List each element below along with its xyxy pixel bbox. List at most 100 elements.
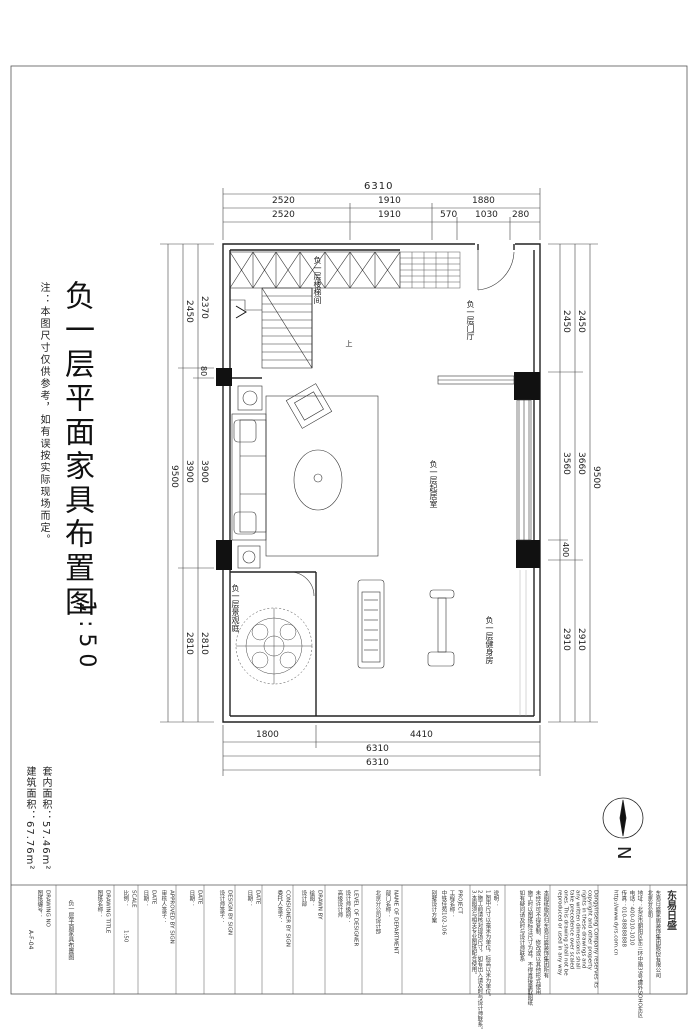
notes-cn-2: 未经许可不得复制、修改或以其他形式使用 <box>534 890 541 995</box>
consigner-label: CONSIGNER BY SIGN <box>284 890 291 947</box>
company-address: 地址：北京市朝阳区东三环中路39号建外SOHO东区 <box>636 890 643 1018</box>
dim-top-total: 6310 <box>364 181 394 192</box>
area-rug <box>265 395 379 557</box>
dim-top-2: 1910 <box>378 196 401 206</box>
dim-top-5: 1910 <box>378 210 401 220</box>
scale-cn: 比例： <box>122 890 129 907</box>
company-name: 东易日盛 <box>664 890 676 930</box>
project-label: PROJECT <box>456 890 463 914</box>
date1-label: DATE <box>254 890 261 905</box>
drawing-title-label: DRAWING TITLE <box>104 890 111 934</box>
company-sub2: 北京分公司 <box>646 890 653 918</box>
company-phone: 电话：400-010-1010 <box>628 890 635 946</box>
company-web: http://www.dyrs.com.cn <box>612 890 619 956</box>
drawing-title-value: 负一层平面家具布置图 <box>66 900 74 960</box>
notes-en-7: reproduced or used in any way <box>556 890 563 976</box>
dimension-lines-top <box>222 188 541 240</box>
room-label-living: 负一层起居室 <box>429 460 438 508</box>
dim-left-total: 9500 <box>169 465 179 488</box>
design-label: DESIGN BY SIGN <box>226 890 233 936</box>
date2-label: DATE <box>196 890 203 905</box>
date3-label: DATE <box>150 890 157 905</box>
treadmill <box>357 579 385 669</box>
dept-cn: 部门名称： <box>384 890 391 918</box>
room-label-garden: 负一层景观庭 <box>231 584 240 632</box>
structural-columns <box>216 368 540 570</box>
dim-top-4: 2520 <box>272 210 295 220</box>
room-label-stair: 负一层楼梯间 <box>313 256 322 304</box>
drawing-title-cn: 图纸名称： <box>96 890 103 918</box>
dimension-lines-left <box>160 243 214 723</box>
drawing-no-label: DRAWING NO <box>44 890 51 927</box>
dim-right-inner-1: 2450 <box>561 310 571 333</box>
title-block-grid <box>55 885 651 994</box>
exercise-bike <box>427 589 455 667</box>
notes-en-5: take precedence over scaled <box>568 890 575 970</box>
design-cn: 设计师签字： <box>218 890 225 923</box>
notes-cn-3: 施工时以图纸标注尺寸为准，不得直接量取图纸 <box>526 890 533 1006</box>
dept-label: NAME OF DEPARTMENT <box>392 890 399 954</box>
notes-en-4: any written dimensions shall <box>574 890 581 969</box>
room-label-gym: 负一层健身房 <box>485 616 494 664</box>
dim-right-inner-4: 2910 <box>561 628 571 651</box>
dim-right-outer-3: 2910 <box>576 628 586 651</box>
drawing-title: 负一层平面家具布置图 <box>59 280 94 620</box>
dim-top-8: 280 <box>512 210 530 220</box>
approve-label: APPROVED BY SIGN <box>168 890 175 944</box>
glass-partition <box>437 375 515 385</box>
dim-bottom-1: 1800 <box>256 730 279 740</box>
project-sub: 别墅设计方案 <box>430 890 437 923</box>
drawn-label: DRAWN BY <box>316 890 323 920</box>
dim-left-outer-1: 2450 <box>184 300 194 323</box>
dim-bottom-2: 4410 <box>410 730 433 740</box>
date2-cn: 日期： <box>188 890 195 907</box>
drawing-no-value: A-F-04 <box>26 930 34 950</box>
dim-left-outer-3: 2810 <box>184 632 194 655</box>
notes-cn-1: 本图纸版权归东易日盛装饰集团所有 <box>542 890 549 978</box>
floor-plan <box>10 65 688 995</box>
sofa <box>231 413 267 541</box>
company-fax: 传真：010-88888888 <box>620 890 627 947</box>
drawing-no-cn: 图纸编号： <box>36 890 43 918</box>
remarks-label: 说明： <box>492 890 499 907</box>
dim-left-inner-2: 80 <box>199 366 208 377</box>
dim-right-inner-3: 400 <box>561 542 570 558</box>
walls <box>222 243 541 723</box>
dim-left-inner-4: 2810 <box>199 632 209 655</box>
notes-en-2: copyright and other property <box>586 890 593 970</box>
stair-up-label: 上 <box>345 340 353 347</box>
courtyard-door <box>289 571 315 597</box>
sheet-frame <box>10 65 688 995</box>
date1-cn: 日期： <box>246 890 253 907</box>
window-right <box>516 399 532 541</box>
date3-cn: 日期： <box>142 890 149 907</box>
shoe-cabinet <box>399 251 461 289</box>
drawing-scale: 1:50 <box>74 600 99 674</box>
dim-bottom-total-b: 6310 <box>366 758 389 768</box>
dim-right-outer-2: 3660 <box>576 452 586 475</box>
notes-en-1: Dongyiriseng Company reserves its <box>592 890 599 988</box>
level-value: 高级设计师 <box>336 890 343 918</box>
scale-value: 1:50 <box>122 930 129 943</box>
dim-right-outer-1: 2450 <box>576 310 586 333</box>
entry-door <box>477 250 515 291</box>
drawn-cn: 绘图： <box>308 890 315 907</box>
drawing-note: 注：本图尺寸仅供参考，如有误按实际现场而定。 <box>38 282 49 546</box>
dim-bottom-total-a: 6310 <box>366 744 389 754</box>
armchair <box>285 383 333 429</box>
dim-right-inner-2: 3560 <box>561 452 571 475</box>
company-sub: 东易日盛家居装饰集团股份有限公司 <box>654 890 661 978</box>
dim-top-6: 570 <box>440 210 458 220</box>
scale-label: SCALE <box>130 890 137 908</box>
room-label-hall: 负一层门厅 <box>466 300 475 340</box>
level-cn: 设计师级别： <box>344 890 351 923</box>
dim-left-inner-3: 3900 <box>199 460 209 483</box>
notes-cn-4: 如有疑问请及时与设计师联系 <box>518 890 525 962</box>
dim-top-1: 2520 <box>272 196 295 206</box>
dim-top-3: 1880 <box>472 196 495 206</box>
dim-right-total: 9500 <box>591 466 601 489</box>
remarks-3: 3.本图须与相关专业图纸配合使用。 <box>470 890 477 978</box>
remarks-1: 1.图中尺寸以毫米为单位，标高以米为单位。 <box>484 890 491 1000</box>
area-inner: 套内面积：57.46m² <box>40 766 51 871</box>
dim-left-inner-1: 2370 <box>199 296 209 319</box>
